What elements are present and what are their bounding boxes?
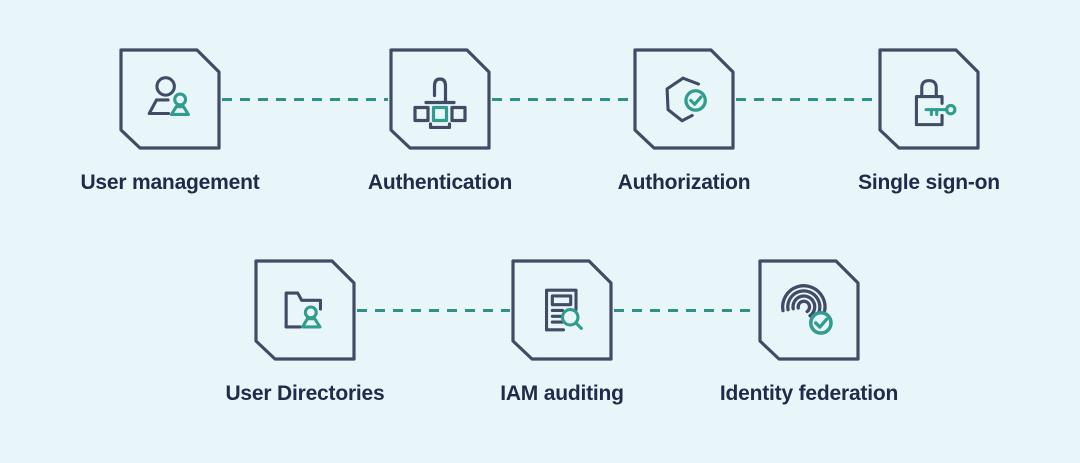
node-frame	[118, 47, 222, 151]
node-frame	[510, 258, 614, 362]
node-frame	[877, 47, 981, 151]
node-label: Authorization	[617, 171, 751, 194]
node-label: User management	[80, 171, 260, 194]
iam-auditing-icon	[544, 288, 583, 332]
cut-corner-frame	[119, 48, 221, 150]
user-directories-icon	[284, 291, 323, 329]
cut-corner-frame	[878, 48, 980, 150]
dashed-connector	[222, 98, 388, 101]
node-label: IAM auditing	[500, 382, 624, 405]
node-label: Single sign-on	[858, 171, 1000, 194]
user-management-icon	[147, 76, 190, 117]
node-identity-federation: Identity federation	[699, 258, 919, 406]
cut-corner-frame	[389, 48, 491, 150]
node-label: User Directories	[225, 382, 385, 405]
node-frame	[632, 47, 736, 151]
node-iam-auditing: IAM auditing	[452, 258, 672, 406]
cut-corner-frame	[758, 259, 860, 361]
dashed-connector	[492, 98, 632, 101]
node-user-management: User management	[60, 47, 280, 195]
authentication-icon	[413, 77, 467, 129]
cut-corner-frame	[511, 259, 613, 361]
cut-corner-frame	[633, 48, 735, 150]
node-frame	[253, 258, 357, 362]
single-sign-on-icon	[914, 79, 957, 127]
cut-corner-frame	[254, 259, 356, 361]
node-label: Identity federation	[719, 382, 899, 405]
node-frame	[757, 258, 861, 362]
node-user-directories: User Directories	[195, 258, 415, 406]
dashed-connector	[357, 309, 510, 312]
authorization-icon	[665, 76, 707, 123]
identity-federation-icon	[780, 284, 833, 335]
dashed-connector	[736, 98, 877, 101]
node-authentication: Authentication	[330, 47, 550, 195]
dashed-connector	[614, 309, 757, 312]
node-frame	[388, 47, 492, 151]
node-label: Authentication	[367, 171, 513, 194]
node-authorization: Authorization	[574, 47, 794, 195]
node-single-sign-on: Single sign-on	[819, 47, 1039, 195]
